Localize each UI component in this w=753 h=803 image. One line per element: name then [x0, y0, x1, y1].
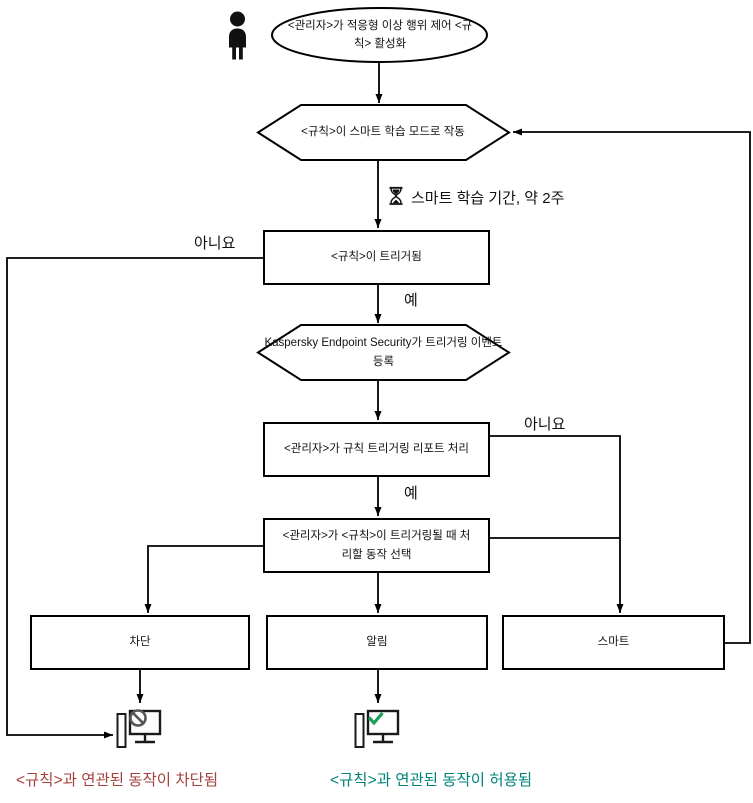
notify-node: 알림: [266, 615, 488, 670]
rule-triggered-node: <규칙>이 트리거됨: [263, 230, 490, 285]
checkmark-icon: [367, 711, 384, 726]
yes-label-2: 예: [404, 485, 418, 502]
edge-smart-feedback-loop: [513, 128, 751, 644]
no-label-left: 아니요: [194, 235, 236, 252]
no-label-right: 아니요: [524, 416, 566, 433]
hourglass-icon: [389, 186, 403, 205]
prohibition-icon: [129, 709, 147, 727]
edge-no-left-to-blocked: [6, 257, 263, 739]
smart-mode-hexagon: [256, 104, 511, 161]
computer-allowed-icon: [354, 709, 400, 748]
smart-node: 스마트: [502, 615, 725, 670]
event-registered-node-label: Kaspersky Endpoint Security가 트리거링 이벤트 등록: [264, 337, 503, 368]
action-select-node: <관리자>가 <규칙>이 트리거링될 때 처리할 동작 선택: [263, 518, 490, 573]
edge-select-to-block: [144, 545, 263, 613]
learning-period-label: 스마트 학습 기간, 약 2주: [411, 190, 565, 207]
smart-mode-node-label: <규칙>이 스마트 학습 모드로 작동: [301, 126, 465, 139]
report-processing-node: <관리자>가 규칙 트리거링 리포트 처리: [263, 422, 490, 477]
caption-action-allowed: <규칙>과 연관된 동작이 허용됨: [330, 772, 533, 789]
start-node-label: <관리자>가 적응형 이상 행위 제어 <규칙> 활성화: [287, 19, 473, 50]
computer-blocked-icon: [116, 709, 162, 748]
block-node: 차단: [30, 615, 250, 670]
edge-no-right-to-smart: [490, 435, 624, 613]
admin-person-icon: [229, 11, 246, 60]
yes-label-1: 예: [404, 292, 418, 309]
event-registered-hexagon: [256, 324, 511, 381]
caption-action-blocked: <규칙>과 연관된 동작이 차단됨: [16, 772, 219, 789]
